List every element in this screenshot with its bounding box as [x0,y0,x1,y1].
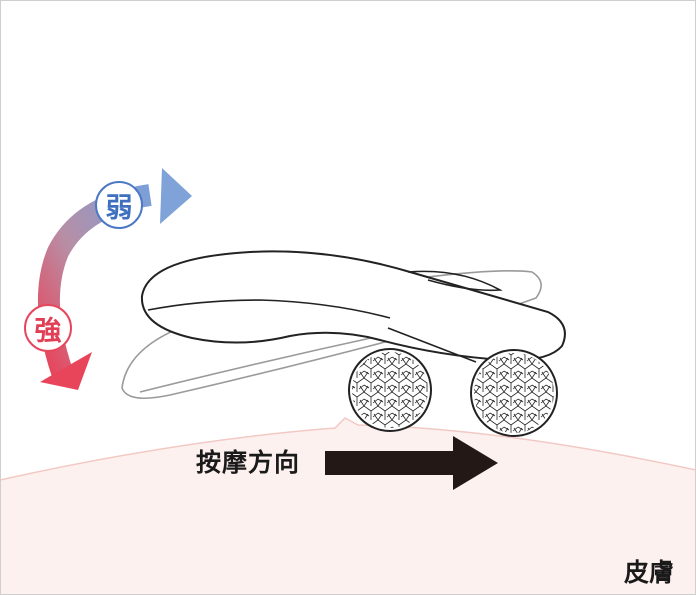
skin-label: 皮膚 [624,558,675,587]
strong-intensity-label: 強 [24,304,72,352]
device-body [140,250,566,363]
roller-front [470,349,558,437]
roller-rear [348,348,432,432]
skin-surface [0,417,696,595]
massage-direction-label: 按摩方向 [196,448,301,477]
weak-intensity-label: 弱 [95,181,143,229]
direction-arrow [325,436,498,490]
